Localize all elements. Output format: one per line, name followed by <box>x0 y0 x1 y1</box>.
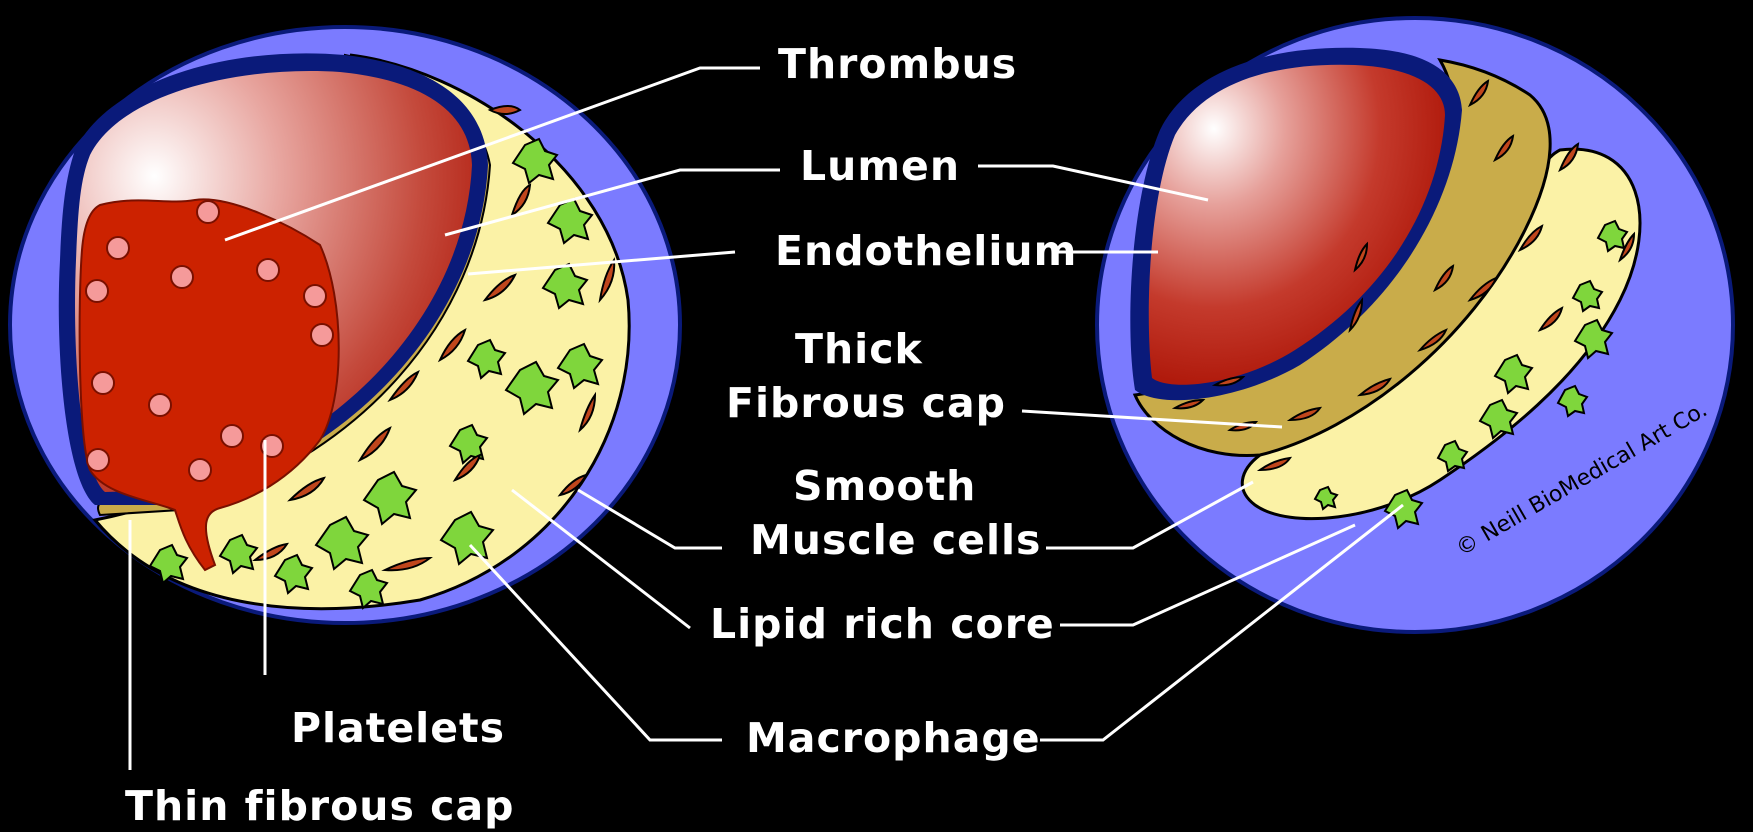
label-thrombus: Thrombus <box>778 38 1017 90</box>
label-smooth-line1: Smooth <box>793 460 976 512</box>
label-platelets: Platelets <box>291 702 505 754</box>
platelet <box>221 425 243 447</box>
platelet <box>92 372 114 394</box>
label-thick-line2: Fibrous cap <box>726 377 1006 429</box>
right-vessel <box>1097 18 1733 632</box>
platelet <box>171 266 193 288</box>
platelet <box>86 280 108 302</box>
platelet <box>197 201 219 223</box>
label-lumen: Lumen <box>800 140 960 192</box>
label-endothelium: Endothelium <box>775 225 1077 277</box>
label-lipid-rich-core: Lipid rich core <box>710 598 1055 650</box>
platelet <box>87 449 109 471</box>
platelet <box>107 237 129 259</box>
platelet <box>189 459 211 481</box>
label-thick-line1: Thick <box>795 323 923 375</box>
label-thin-fibrous-cap: Thin fibrous cap <box>125 780 514 832</box>
left-vessel <box>10 27 680 623</box>
platelet <box>149 394 171 416</box>
platelet <box>311 324 333 346</box>
platelet <box>257 259 279 281</box>
label-smooth-line2: Muscle cells <box>750 514 1041 566</box>
label-macrophage: Macrophage <box>746 712 1041 764</box>
platelet <box>304 285 326 307</box>
